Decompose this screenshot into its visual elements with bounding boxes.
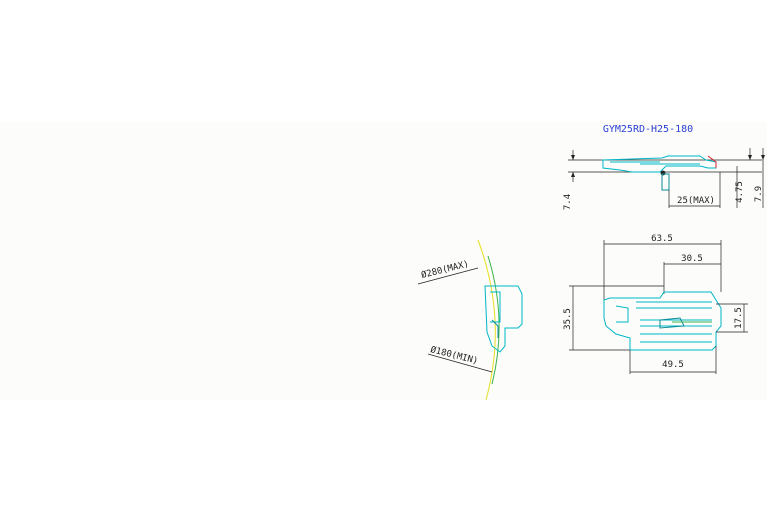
diameter-max-label: Ø280(MAX) [420, 258, 470, 280]
diameter-min-label: Ø180(MIN) [429, 344, 479, 366]
technical-drawing: GYM25RD-H25-180 7.4 25(MAX) 4.75 7.9 [417, 124, 765, 400]
drawing-sheet: GYM25RD-H25-180 7.4 25(MAX) 4.75 7.9 [0, 122, 767, 400]
dim-width-max-label: 25(MAX) [677, 196, 715, 206]
radius-hinge-line [491, 319, 499, 338]
leader-min [427, 353, 493, 373]
top-hinge-cup [615, 305, 629, 323]
top-hinge-ribs [636, 301, 712, 343]
arc-max [477, 239, 496, 400]
arrowhead [748, 155, 752, 160]
dim-height-inner-label: 4.75 [735, 181, 745, 203]
pivot-point [660, 170, 666, 176]
dim-upper-width-label: 30.5 [681, 254, 703, 264]
side-hinge-detail [610, 161, 700, 165]
side-hinge-body [602, 155, 717, 173]
dim-total-width-label: 63.5 [651, 234, 673, 244]
top-hinge-body [603, 291, 722, 351]
top-view: 63.5 30.5 35.5 17.5 49.5 [563, 234, 748, 374]
radius-hinge-body [484, 285, 523, 353]
leader-max [417, 267, 479, 285]
arrowhead [571, 172, 575, 177]
drawing-title: GYM25RD-H25-180 [603, 124, 693, 135]
arrowhead [761, 155, 765, 160]
radius-hinge-detail [490, 291, 501, 323]
dim-lower-width-label: 49.5 [662, 360, 684, 370]
arrowhead [571, 155, 575, 160]
side-hinge-accent [707, 155, 717, 168]
side-view: 7.4 25(MAX) 4.75 7.9 [563, 148, 765, 210]
radius-view: Ø280(MAX) Ø180(MIN) [417, 239, 523, 400]
dim-height-outer-label: 7.9 [754, 186, 764, 202]
dim-height-left-label: 7.4 [563, 194, 573, 210]
dim-right-height-label: 17.5 [734, 307, 744, 329]
dim-height-label: 35.5 [563, 308, 573, 330]
arc-min [487, 255, 500, 385]
side-pin [661, 173, 670, 191]
top-hinge-arm [659, 317, 685, 329]
